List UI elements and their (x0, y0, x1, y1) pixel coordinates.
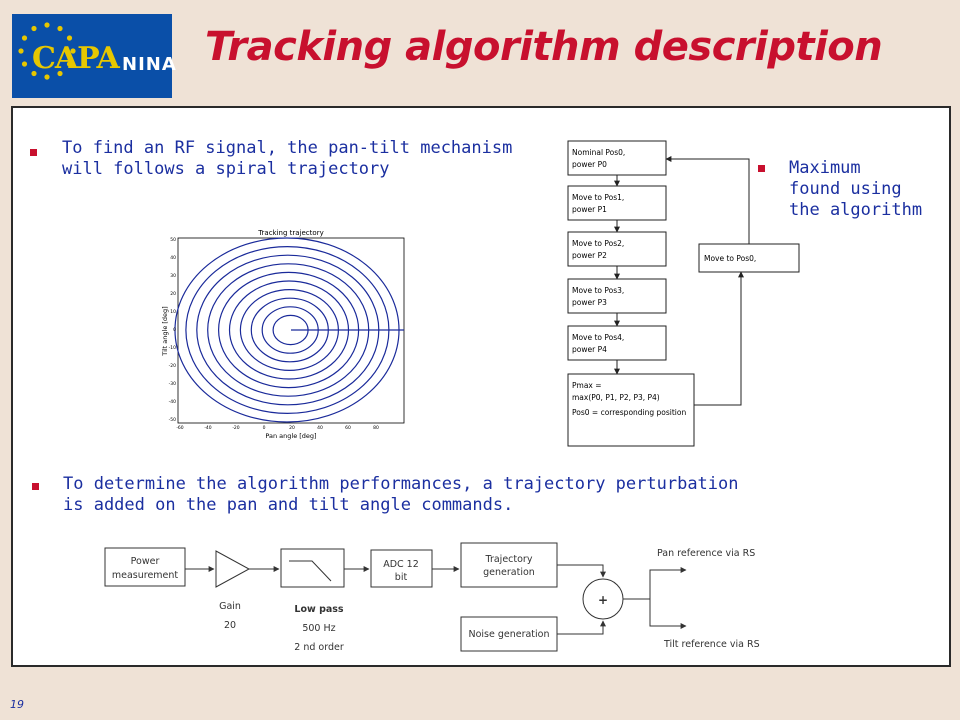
y-tick-label: 0 (173, 327, 176, 333)
y-tick-label: -50 (169, 417, 176, 423)
flow-text: power P4 (572, 345, 607, 354)
signal-arrow (649, 599, 687, 629)
trajectory-generation-block (460, 542, 558, 588)
block-label: Gain (219, 601, 241, 612)
flow-box-pmax (567, 373, 695, 447)
x-tick-label: -60 (176, 425, 183, 431)
y-tick-label: -10 (169, 345, 176, 351)
flow-box-pos1 (567, 185, 667, 221)
bullet-text-perturbation: To determine the algorithm performances,… (63, 474, 739, 516)
flow-box-pos3 (567, 278, 667, 314)
y-tick-label: 30 (170, 273, 176, 279)
bullet-line: Maximum (789, 158, 861, 178)
slide-title: Tracking algorithm description (205, 24, 883, 70)
sum-label: + (598, 593, 608, 607)
block-label: 2 nd order (294, 642, 344, 653)
pan-reference-label: Pan reference via RS (657, 548, 755, 559)
logo-text-capa: CAPA (32, 41, 120, 76)
block-label: bit (395, 572, 408, 583)
x-tick-label: -20 (232, 425, 239, 431)
bullet-marker (32, 483, 39, 490)
lowpass-response-icon (289, 560, 332, 582)
flow-text: Move to Pos1, (572, 193, 624, 202)
flow-text: power P3 (572, 298, 607, 307)
flow-arrow (665, 156, 750, 244)
flow-text: power P1 (572, 205, 607, 214)
block-label: 20 (224, 620, 236, 631)
bullet-marker (30, 149, 37, 156)
x-tick-label: 80 (373, 425, 379, 431)
gain-block (215, 550, 251, 588)
flow-text: Move to Pos0, (704, 254, 756, 263)
bullet-line: To determine the algorithm performances,… (63, 474, 739, 494)
y-tick-label: -40 (169, 399, 176, 405)
flow-box-pos0 (567, 140, 667, 176)
y-tick-labels: 50 40 30 20 10 0 -10 -20 -30 -40 -50 (169, 237, 176, 423)
bullet-line: To find an RF signal, the pan-tilt mecha… (62, 138, 513, 158)
block-label: ADC 12 (383, 559, 419, 570)
tilt-reference-label: Tilt reference via RS (663, 639, 760, 650)
flow-arrow (694, 271, 744, 406)
capanina-logo: CAPA NINA (12, 14, 176, 98)
eu-stars-icon (18, 22, 76, 80)
y-tick-label: 50 (170, 237, 176, 243)
x-tick-label: 40 (317, 425, 323, 431)
bullet-line: will follows a spiral trajectory (62, 159, 390, 179)
bullet-marker (758, 165, 765, 172)
x-tick-label: 20 (289, 425, 295, 431)
signal-arrow (649, 567, 687, 599)
plot-title: Tracking trajectory (257, 229, 323, 237)
x-tick-label: 60 (345, 425, 351, 431)
flow-box-move-pos0 (698, 243, 800, 273)
bullet-line: the algorithm (789, 200, 923, 220)
signal-arrow (557, 620, 606, 635)
flow-text: Move to Pos4, (572, 333, 624, 342)
noise-generation-block (460, 616, 558, 652)
flow-text: Move to Pos2, (572, 239, 624, 248)
plot-xlabel: Pan angle [deg] (265, 432, 316, 440)
page-number: 19 (10, 698, 24, 711)
block-label: Noise generation (468, 629, 549, 640)
block-label: Trajectory (485, 554, 533, 565)
power-measurement-block (104, 547, 186, 587)
logo-text-nina: NINA (122, 54, 177, 75)
y-tick-label: 20 (170, 291, 176, 297)
x-tick-label: -40 (204, 425, 211, 431)
bullet-line: found using (789, 179, 902, 199)
plot-ylabel: Tilt angle [deg] (161, 306, 169, 356)
flow-text: power P0 (572, 160, 607, 169)
y-tick-label: -20 (169, 363, 176, 369)
bullet-text-maximum: Maximum found using the algorithm (789, 158, 922, 221)
flow-text: Pos0 = corresponding position (572, 408, 686, 417)
x-tick-label: 0 (263, 425, 266, 431)
block-label: 500 Hz (302, 623, 335, 634)
block-label: measurement (112, 570, 179, 581)
flow-text: Move to Pos3, (572, 286, 624, 295)
bullet-line: is added on the pan and tilt angle comma… (63, 495, 514, 515)
signal-arrow (557, 564, 606, 578)
block-label: Low pass (294, 604, 344, 615)
flow-text: max(P0, P1, P2, P3, P4) (572, 393, 660, 402)
lowpass-block (280, 548, 345, 588)
y-tick-label: -30 (169, 381, 176, 387)
x-tick-labels: -60 -40 -20 0 20 40 60 80 (176, 425, 379, 431)
y-tick-label: 10 (170, 309, 176, 315)
block-label: Power (131, 556, 160, 567)
flow-text: power P2 (572, 251, 607, 260)
flow-text: Pmax = (572, 381, 602, 390)
block-label: generation (483, 567, 535, 578)
flow-text: Nominal Pos0, (572, 148, 625, 157)
bullet-text-spiral: To find an RF signal, the pan-tilt mecha… (62, 138, 512, 180)
flow-box-pos2 (567, 231, 667, 267)
y-tick-label: 40 (170, 255, 176, 261)
